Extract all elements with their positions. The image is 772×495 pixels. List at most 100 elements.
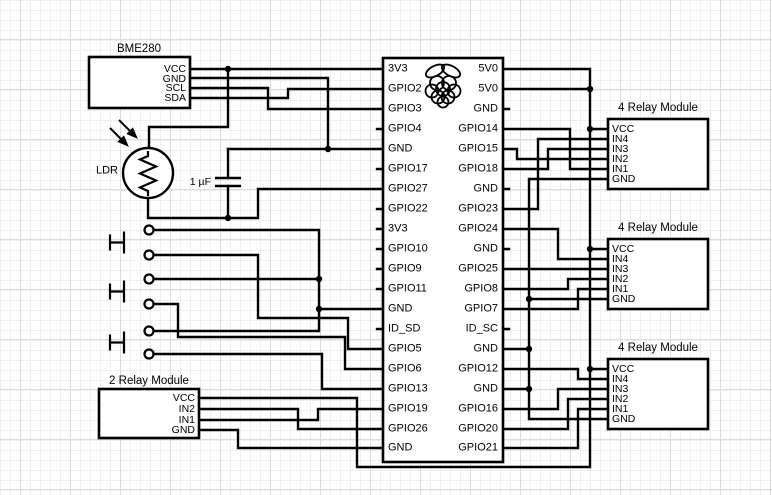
bme280-pin-label: SDA: [164, 91, 186, 104]
button3-terminal-bottom: [143, 348, 155, 360]
wire-gpio24-to-in4[interactable]: [501, 227, 610, 261]
pi-pin-label-left: GPIO27: [388, 182, 428, 195]
wire-gpio21-to-in1[interactable]: [501, 407, 610, 450]
junction-dot: [224, 214, 232, 222]
wire-bme-sda-to-gpio2[interactable]: [188, 87, 385, 100]
ldr-label: LDR: [95, 164, 118, 177]
ldr-resistor-zigzag: [137, 151, 159, 196]
wire-gpio23-to-in4[interactable]: [501, 137, 610, 211]
pi-pin-label-left: 3V3: [388, 62, 408, 75]
pin-stub-right: [501, 107, 511, 331]
pi-pin-label-left: GPIO4: [388, 122, 422, 135]
capacitor-component[interactable]: [215, 176, 241, 188]
wire-button3-to-gpio13[interactable]: [152, 352, 385, 391]
pi-pin-label-left: ID_SD: [388, 322, 421, 335]
wire-gpio18-to-in3[interactable]: [501, 147, 610, 171]
relay4-2-pin-label: IN3: [612, 262, 629, 275]
button3-actuator: [108, 331, 126, 354]
bme280-box[interactable]: [87, 55, 192, 110]
button2-actuator: [108, 280, 126, 303]
relay2-box[interactable]: [97, 387, 201, 440]
pi-pin-label-right: 5V0: [478, 82, 498, 95]
relay4-1-pin-label: IN4: [612, 132, 629, 145]
wire-bme-gnd[interactable]: [188, 76, 330, 151]
relay2-pin-label: GND: [171, 423, 195, 436]
relay4-2-pin-label: VCC: [612, 242, 635, 255]
pi-pin-label-left: GPIO2: [388, 82, 422, 95]
wire-gpio8-to-in2[interactable]: [501, 277, 610, 291]
bme280-title: BME280: [116, 43, 162, 55]
wire-5v-rail[interactable]: [197, 67, 592, 469]
push-button-1[interactable]: [108, 224, 155, 261]
push-button-2[interactable]: [108, 273, 155, 310]
wire-ldr-bottom-to-gpio27[interactable]: [146, 187, 385, 220]
relay4-1-pin-label: VCC: [612, 122, 635, 135]
bme280-pin-label: SCL: [165, 81, 186, 94]
relay4-3-pin-label: IN1: [612, 402, 629, 415]
junction-dot: [586, 365, 594, 373]
pi-pin-label-left: GPIO5: [388, 342, 422, 355]
relay4-3-pin-label: IN3: [612, 382, 629, 395]
pi-pin-label-left: GPIO10: [388, 242, 428, 255]
relay4-2-box[interactable]: [606, 237, 710, 311]
pi-pin-label-right: GPIO21: [458, 441, 498, 454]
button2-terminal-bottom: [143, 298, 155, 310]
junction-dot: [315, 305, 323, 313]
wire-3v3-to-ldr-top[interactable]: [147, 67, 230, 150]
pi-pin-label-left: GPIO26: [388, 422, 428, 435]
junction-dot: [224, 65, 232, 73]
button1-terminal-top: [143, 224, 155, 236]
ldr-body[interactable]: [121, 146, 175, 200]
pin-stub-left: [375, 127, 385, 331]
button3-terminal-top: [143, 325, 155, 337]
pi-pin-label-left: GPIO17: [388, 162, 428, 175]
relay2-pin-label: VCC: [172, 391, 195, 404]
wire-button2-to-gpio6[interactable]: [152, 302, 385, 371]
raspberry-pi-box[interactable]: [381, 56, 505, 464]
pi-pin-label-right: GND: [473, 382, 498, 395]
relay4-2-pin-label: IN2: [612, 272, 629, 285]
relay4-3-pin-label: GND: [612, 412, 636, 425]
pi-pin-label-right: GPIO7: [464, 302, 498, 315]
junction-dot: [315, 275, 323, 283]
pi-pin-label-right: GPIO14: [458, 122, 498, 135]
relay4-2-pin-label: IN1: [612, 282, 629, 295]
pi-pin-label-left: GPIO9: [388, 262, 422, 275]
button2-terminal-top: [143, 273, 155, 285]
relay4-3-pin-label: IN2: [612, 392, 629, 405]
wire-gpio20-to-in2[interactable]: [501, 397, 610, 431]
pi-pin-label-right: 5V0: [478, 62, 498, 75]
pi-pin-label-left: GPIO6: [388, 362, 422, 375]
junction-dot: [525, 295, 533, 303]
wire-gpio12-to-in4[interactable]: [501, 367, 610, 381]
pi-pin-label-right: GND: [473, 182, 498, 195]
wire-gpio16-to-in3[interactable]: [501, 387, 610, 411]
pi-pin-label-right: GPIO18: [458, 162, 498, 175]
pi-pin-label-right: GND: [473, 242, 498, 255]
relay4-3-box[interactable]: [606, 357, 710, 431]
pi-pin-label-right: GND: [473, 342, 498, 355]
junction-dot: [586, 85, 594, 93]
pi-pin-label-right: GPIO15: [458, 142, 498, 155]
relay4-2-title: 4 Relay Module: [618, 222, 698, 234]
button1-actuator: [108, 231, 126, 254]
pi-pin-label-left: GND: [388, 302, 413, 315]
relay4-1-pin-label: IN3: [612, 142, 629, 155]
relay4-1-box[interactable]: [606, 117, 710, 191]
ldr-component[interactable]: [109, 119, 175, 200]
relay4-2-pin-label: GND: [612, 292, 636, 305]
wire-relay2-in1-to-gpio19[interactable]: [197, 407, 385, 422]
pi-pin-label-left: GND: [388, 441, 413, 454]
wire-relay2-gnd[interactable]: [197, 428, 385, 450]
button1-terminal-bottom: [143, 249, 155, 261]
pi-pin-label-right: GPIO8: [464, 282, 498, 295]
wire-gpio15-to-in2[interactable]: [501, 147, 610, 161]
relay4-1-pin-label: GND: [612, 172, 636, 185]
raspberry-pi-logo-icon: [424, 63, 462, 109]
push-button-3[interactable]: [108, 325, 155, 360]
pi-pin-label-left: GPIO11: [388, 282, 427, 295]
wire-button1-to-gpio5[interactable]: [152, 253, 385, 351]
junction-dot: [586, 125, 594, 133]
